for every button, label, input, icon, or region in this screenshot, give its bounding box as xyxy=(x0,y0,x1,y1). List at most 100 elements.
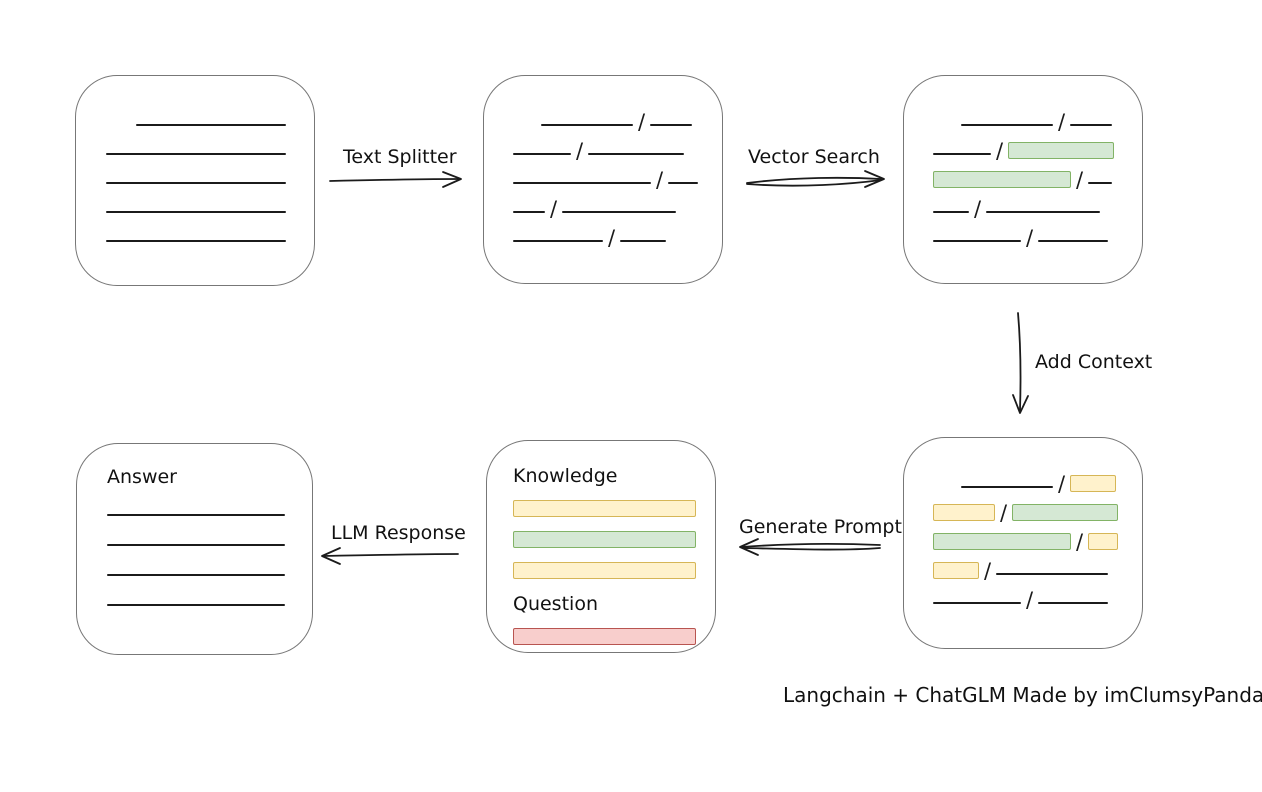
chunk-row: / xyxy=(513,110,722,134)
slash-separator: / xyxy=(974,197,982,221)
indent-gap xyxy=(513,121,541,122)
slash-separator: / xyxy=(550,197,558,221)
text-line xyxy=(513,240,603,242)
red-highlight xyxy=(513,627,696,645)
chunk-row xyxy=(107,532,312,550)
text-line xyxy=(107,514,285,516)
text-line xyxy=(620,240,667,242)
prompt-box: Knowledge Question xyxy=(486,440,716,653)
chunk-row: / xyxy=(933,197,1142,221)
search-lines: / / / / / xyxy=(933,110,1142,249)
question-label: Question xyxy=(513,593,598,615)
document-lines xyxy=(106,112,314,246)
vector-search-label: Vector Search xyxy=(748,146,880,168)
slash-separator: / xyxy=(1076,168,1084,192)
chunk-row xyxy=(107,502,312,520)
text-line xyxy=(986,211,1101,213)
text-line xyxy=(668,182,699,184)
text-line xyxy=(588,153,685,155)
text-line xyxy=(513,182,651,184)
llm-response-arrow xyxy=(321,547,459,565)
slash-separator: / xyxy=(608,226,616,250)
text-line xyxy=(541,124,633,126)
text-line xyxy=(996,573,1109,575)
chunk-row xyxy=(106,112,314,130)
answer-label: Answer xyxy=(107,466,177,488)
chunk-lines: / / / / / xyxy=(513,110,722,250)
chunk-row xyxy=(106,199,314,217)
text-splitter-label: Text Splitter xyxy=(343,146,457,168)
green-highlight xyxy=(933,170,1071,188)
text-line xyxy=(107,604,285,606)
text-line xyxy=(107,544,285,546)
chunk-row xyxy=(513,561,715,579)
llm-response-label: LLM Response xyxy=(331,522,466,544)
text-line xyxy=(562,211,677,213)
knowledge-bars xyxy=(513,499,715,579)
chunk-row xyxy=(107,562,312,580)
chunk-row xyxy=(106,170,314,188)
chunk-row xyxy=(513,499,715,517)
green-highlight xyxy=(1012,503,1119,521)
indent-gap xyxy=(106,121,136,122)
text-line xyxy=(136,124,286,126)
yellow-highlight xyxy=(1088,532,1119,550)
slash-separator: / xyxy=(576,139,584,163)
chunk-row: / xyxy=(933,141,1142,162)
slash-separator: / xyxy=(1058,472,1066,496)
yellow-highlight xyxy=(933,561,979,579)
text-line xyxy=(1088,182,1113,184)
yellow-highlight xyxy=(513,499,696,517)
text-line xyxy=(106,240,286,242)
text-splitter-arrow xyxy=(329,171,462,188)
chunk-row: / xyxy=(933,472,1142,496)
vector-search-arrow xyxy=(746,170,885,188)
text-line xyxy=(961,486,1053,488)
chunk-row: / xyxy=(513,139,722,163)
text-line xyxy=(933,240,1021,242)
question-bars xyxy=(513,627,715,645)
indent-gap xyxy=(933,483,961,484)
chunk-row: / xyxy=(933,168,1142,192)
text-line xyxy=(933,602,1021,604)
source-document-box xyxy=(75,75,315,286)
text-line xyxy=(1038,602,1109,604)
chunk-row: / xyxy=(933,590,1142,611)
text-line xyxy=(1070,124,1113,126)
answer-box: Answer xyxy=(76,443,313,655)
yellow-highlight xyxy=(513,561,696,579)
text-line xyxy=(107,574,285,576)
slash-separator: / xyxy=(1058,110,1066,134)
text-line xyxy=(513,153,571,155)
chunk-row xyxy=(513,627,715,645)
slash-separator: / xyxy=(1000,501,1008,525)
slash-separator: / xyxy=(984,559,992,583)
text-line xyxy=(650,124,693,126)
text-line xyxy=(106,211,286,213)
chunk-row: / xyxy=(933,110,1142,134)
chunk-row: / xyxy=(933,559,1142,583)
split-chunks-box: / / / / / xyxy=(483,75,723,284)
generate-prompt-arrow xyxy=(739,538,881,556)
chunk-row: / xyxy=(513,226,722,250)
chunk-row: / xyxy=(933,228,1142,249)
chunk-row: / xyxy=(933,532,1142,553)
add-context-label: Add Context xyxy=(1035,351,1153,373)
search-results-box: / / / / / xyxy=(903,75,1143,284)
slash-separator: / xyxy=(656,168,664,192)
text-line xyxy=(933,153,991,155)
chunk-row: / xyxy=(513,197,722,221)
green-highlight xyxy=(513,530,696,548)
answer-lines xyxy=(107,502,312,610)
slash-separator: / xyxy=(638,110,646,134)
text-line xyxy=(106,153,286,155)
text-line xyxy=(513,211,545,213)
chunk-row xyxy=(513,530,715,548)
text-line xyxy=(961,124,1053,126)
yellow-highlight xyxy=(1070,474,1117,492)
text-line xyxy=(1038,240,1109,242)
green-highlight xyxy=(1008,141,1115,159)
green-highlight xyxy=(933,532,1071,550)
indent-gap xyxy=(933,121,961,122)
